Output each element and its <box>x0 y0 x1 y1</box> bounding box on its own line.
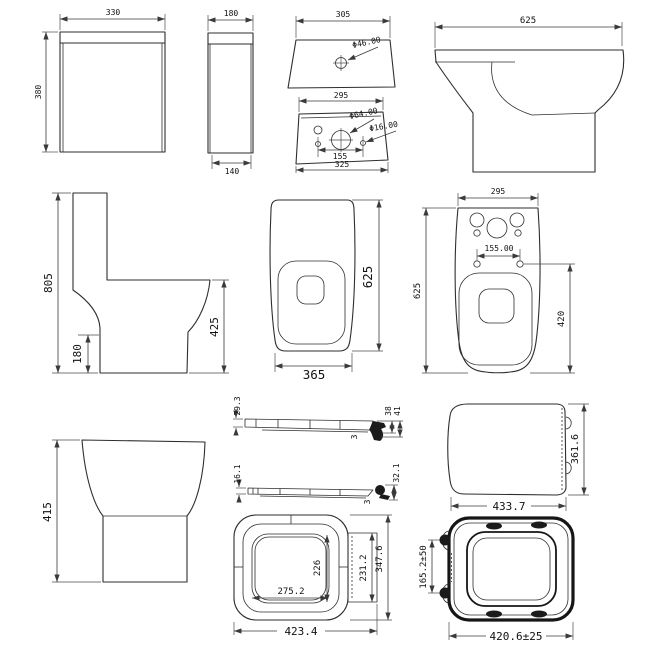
dim-label-seat-depth: 347.6 <box>375 545 385 572</box>
dim-label-rim-height: 425 <box>208 317 221 337</box>
dim-label-flush-hole: Φ64.00 <box>348 106 378 121</box>
lid-plan-view: 361.6 433.7 <box>447 403 589 513</box>
dim-label-pan-front-depth: 625 <box>360 266 375 289</box>
dim-label-base-top-width: 295 <box>334 91 349 100</box>
pan-plan-view: 295 155.00 625 420 <box>413 187 575 374</box>
cistern-base-view: 295 155 325 Φ64.00 Φ16.00 <box>295 91 399 173</box>
dim-label-gap-closed: 3 <box>363 499 372 504</box>
dim-label-plan-depth: 625 <box>413 283 423 299</box>
dim-label-seat-thickness: 29.3 <box>233 396 242 415</box>
dim-label-plan-back-width: 295 <box>491 187 506 196</box>
cistern-side-view: 180 140 <box>207 9 254 176</box>
seat-cover-underside-view: 165.2±50 420.6±25 <box>419 516 575 643</box>
toilet-side-view: 805 425 180 <box>42 192 229 374</box>
dim-label-lid-width: 433.7 <box>492 500 525 513</box>
dim-label-pan-front-width: 365 <box>303 367 326 382</box>
dim-label-cistern-depth-bottom: 140 <box>225 167 240 176</box>
dim-label-lid-width: 305 <box>336 10 351 19</box>
dim-label-base-height: 180 <box>71 344 84 364</box>
seat-raised-profile-view: 29.3 38 41 3 <box>233 396 403 441</box>
dim-label-gap-raised: 3 <box>350 434 359 439</box>
dim-label-overall-height: 805 <box>42 273 55 293</box>
seat-ring-underside-view: 226 275.2 231.2 347.6 423.4 <box>233 514 392 638</box>
dim-label-opening-width: 275.2 <box>277 587 304 597</box>
dim-label-base-bottom-width: 325 <box>335 160 350 169</box>
dim-label-seat-hole-spacing: 155.00 <box>485 244 514 253</box>
dim-label-seat-width: 423.4 <box>284 625 317 638</box>
dim-label-cistern-height: 380 <box>34 85 43 100</box>
pan-front-view: 625 365 <box>269 199 383 382</box>
dim-label-closed-thickness: 16.1 <box>233 464 242 483</box>
pan-profile-view: 625 <box>434 16 625 173</box>
dim-label-bolt-spacing: 155 <box>333 152 348 161</box>
cistern-front-view: 330 380 <box>34 8 166 153</box>
dim-label-cover-width: 420.6±25 <box>490 630 543 643</box>
dim-label-hinge-plate: 231.2 <box>359 554 369 581</box>
dim-label-hinge-b: 41 <box>393 406 402 416</box>
dim-label-lid-depth: 361.6 <box>570 434 581 464</box>
dim-label-hinge-a: 38 <box>384 406 393 416</box>
dim-label-rear-height: 415 <box>41 502 54 522</box>
dim-label-pan-depth: 625 <box>520 16 536 26</box>
dim-label-hole-to-front: 420 <box>557 311 567 327</box>
dim-label-closed-hinge: 32.1 <box>392 463 401 482</box>
seat-closed-profile-view: 16.1 32.1 3 <box>233 463 401 504</box>
dim-label-cistern-depth-top: 180 <box>224 9 239 18</box>
dim-label-opening-depth: 226 <box>313 560 323 576</box>
cistern-lid-top-view: Φ46.00 305 <box>287 10 396 89</box>
dim-label-hinge-spacing: 165.2±50 <box>419 545 429 588</box>
pan-rear-view: 415 <box>41 439 206 583</box>
dim-label-cistern-width: 330 <box>106 8 121 17</box>
